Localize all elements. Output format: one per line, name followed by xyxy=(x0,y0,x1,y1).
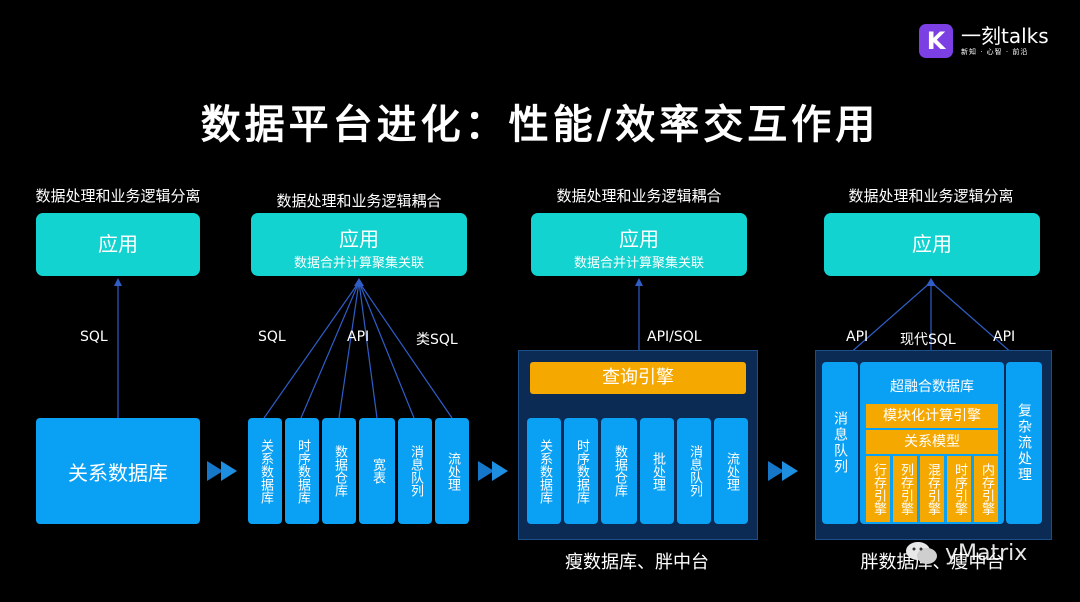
stage4-center-title: 超融合数据库 xyxy=(890,379,974,395)
stage1-app-box: 应用 xyxy=(36,213,200,276)
stage4-engine-label: 时序引擎 xyxy=(952,463,967,515)
stage2-app-box: 应用 数据合并计算聚集关联 xyxy=(251,213,467,276)
wechat-icon xyxy=(906,542,937,564)
stage3-link-label: API/SQL xyxy=(647,329,702,345)
page-title: 数据平台进化：性能/效率交互作用 xyxy=(200,102,880,148)
stage2-store-label: 数据仓库 xyxy=(332,445,347,497)
stage3-query-engine: 查询引擎 xyxy=(530,362,746,394)
stage2-store: 时序数据库 xyxy=(285,418,319,524)
stage3-query-engine-label: 查询引擎 xyxy=(602,367,674,388)
stage4-relation-model: 关系模型 xyxy=(866,430,998,454)
stage2-store: 宽表 xyxy=(359,418,395,524)
stage3-app-sub: 数据合并计算聚集关联 xyxy=(573,256,704,271)
logo-mark: K xyxy=(919,24,953,58)
logo-name: 一刻talks xyxy=(961,24,1049,48)
stage3-store: 数据仓库 xyxy=(601,418,637,524)
stage4-link-api-left: API xyxy=(846,329,869,345)
stage3-store: 时序数据库 xyxy=(564,418,598,524)
stage4-left-block-label: 消息队列 xyxy=(832,411,848,475)
stage2-link-sql: SQL xyxy=(258,329,286,345)
stage3-store-label: 批处理 xyxy=(650,451,665,491)
stage2-caption: 数据处理和业务逻辑耦合 xyxy=(276,192,442,210)
stage4-link-modern-sql: 现代SQL xyxy=(900,332,956,348)
stage3-store: 批处理 xyxy=(640,418,674,524)
stage3-store-label: 数据仓库 xyxy=(612,445,627,497)
stage4-right-block-label: 复杂流处理 xyxy=(1016,403,1032,483)
stage4-right-block: 复杂流处理 xyxy=(1006,362,1042,524)
logo-tagline: 新知 · 心智 · 前沿 xyxy=(961,48,1029,56)
stage4-engine: 列存引擎 xyxy=(893,456,917,522)
stage2-link-sqllike: 类SQL xyxy=(416,332,458,348)
stage2-app-sub: 数据合并计算聚集关联 xyxy=(293,256,424,271)
stage4-engine-label: 内存引擎 xyxy=(979,463,994,515)
watermark-text: yMatrix xyxy=(945,540,1028,566)
stage3-store-label: 消息队列 xyxy=(687,445,702,497)
stage4-module-engine-label: 模块化计算引擎 xyxy=(883,408,981,424)
stage4-left-block: 消息队列 xyxy=(822,362,858,524)
stage2-store-label: 流处理 xyxy=(445,451,460,491)
stage4-app-box: 应用 xyxy=(824,213,1040,276)
stage2-store: 消息队列 xyxy=(398,418,432,524)
stage2-store-label: 时序数据库 xyxy=(295,438,310,504)
stage1-db-label: 关系数据库 xyxy=(68,460,168,485)
stage3-store-label: 流处理 xyxy=(724,451,739,491)
stage4-engine-label: 混存引擎 xyxy=(925,463,940,515)
stage4-relation-model-label: 关系模型 xyxy=(904,434,960,450)
stage4-caption: 数据处理和业务逻辑分离 xyxy=(848,187,1014,205)
stage1-caption: 数据处理和业务逻辑分离 xyxy=(35,187,201,205)
stage2-link-api: API xyxy=(347,329,370,345)
stage4-engine: 内存引擎 xyxy=(974,456,998,522)
watermark: yMatrix xyxy=(905,540,1027,566)
stage1-db-box: 关系数据库 xyxy=(36,418,200,524)
arrow-right-icon xyxy=(478,461,508,481)
arrow-right-icon xyxy=(207,461,237,481)
stage2-store: 关系数据库 xyxy=(248,418,282,524)
stage2-store-label: 宽表 xyxy=(370,458,385,484)
stage4-engine: 时序引擎 xyxy=(947,456,971,522)
stage2-store-label: 消息队列 xyxy=(408,445,423,497)
stage2-app-label: 应用 xyxy=(339,227,379,251)
stage1-app-label: 应用 xyxy=(98,232,138,256)
stage4-engine-label: 列存引擎 xyxy=(898,463,913,515)
stage4-link-api-right: API xyxy=(993,329,1016,345)
stage2-store-label: 关系数据库 xyxy=(258,438,273,504)
stage3-store-label: 时序数据库 xyxy=(574,438,589,504)
stage3-app-box: 应用 数据合并计算聚集关联 xyxy=(531,213,747,276)
stage3-store: 流处理 xyxy=(714,418,748,524)
stage4-engine-label: 行存引擎 xyxy=(871,463,886,515)
stage2-store: 流处理 xyxy=(435,418,469,524)
stage3-caption: 数据处理和业务逻辑耦合 xyxy=(556,187,722,205)
stage3-store-label: 关系数据库 xyxy=(537,438,552,504)
arrow-right-icon xyxy=(768,461,798,481)
stage3-bottom-caption: 瘦数据库、胖中台 xyxy=(565,552,709,573)
stage3-app-label: 应用 xyxy=(619,227,659,251)
stage4-module-engine: 模块化计算引擎 xyxy=(866,404,998,428)
logo: K 一刻talks 新知 · 心智 · 前沿 xyxy=(919,24,1049,58)
stage3-store: 关系数据库 xyxy=(527,418,561,524)
stage3-store: 消息队列 xyxy=(677,418,711,524)
stage4-engine: 混存引擎 xyxy=(920,456,944,522)
stage2-store: 数据仓库 xyxy=(322,418,356,524)
stage4-app-label: 应用 xyxy=(912,232,952,256)
stage1-link-label: SQL xyxy=(80,329,108,345)
stage4-engine: 行存引擎 xyxy=(866,456,890,522)
